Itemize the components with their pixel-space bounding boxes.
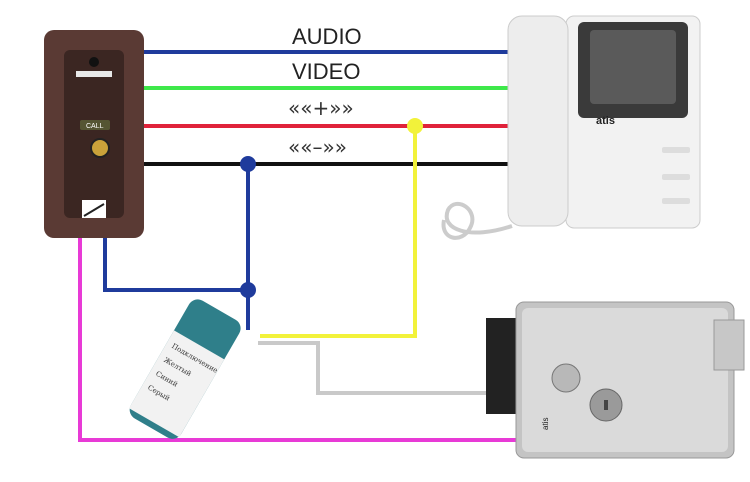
lock-knob bbox=[551, 363, 581, 393]
magenta-wire bbox=[78, 238, 520, 442]
yellow-wire bbox=[260, 126, 417, 338]
handset-cord bbox=[441, 202, 513, 240]
camera-icon bbox=[89, 57, 99, 67]
blue-ground-wire bbox=[103, 164, 250, 292]
monitor-brand: atis bbox=[596, 115, 615, 127]
gray-wire bbox=[258, 341, 495, 395]
junction-dot-plus bbox=[407, 118, 423, 134]
lock-brand: atis bbox=[541, 418, 550, 430]
plus-label: ««+»» bbox=[288, 96, 354, 120]
call-button-label: CALL bbox=[86, 123, 104, 130]
handset bbox=[507, 15, 569, 227]
junction-dot-ground bbox=[240, 282, 256, 298]
call-button bbox=[90, 138, 110, 158]
call-panel: CALL bbox=[44, 30, 144, 238]
video-label: VIDEO bbox=[292, 59, 360, 84]
monitor: atis bbox=[441, 15, 701, 240]
junction-bottle: Подключение Желтый Синий Серый bbox=[129, 299, 241, 439]
minus-label: ««–»» bbox=[288, 135, 347, 159]
junction-dot-minus bbox=[240, 156, 256, 172]
electric-lock: atis bbox=[486, 301, 745, 459]
audio-label: AUDIO bbox=[292, 24, 362, 49]
svg-text:atis: atis bbox=[541, 418, 550, 430]
